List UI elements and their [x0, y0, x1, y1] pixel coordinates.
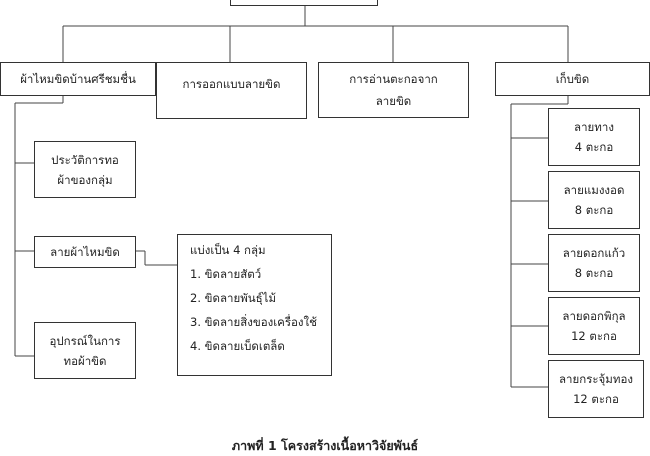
silk-pattern-label: ลายผ้าไหมขิด — [50, 245, 120, 259]
pattern-box: ลายแมงงอด 8 ตะกอ — [548, 171, 640, 229]
silk-pattern-box: ลายผ้าไหมขิด — [34, 236, 136, 268]
pattern-count: 4 ตะกอ — [574, 140, 614, 154]
pattern-box: ลายดอกแก้ว 8 ตะกอ — [548, 234, 640, 292]
pattern-box: ลายกระจุ้มทอง 12 ตะกอ — [548, 360, 644, 418]
branch-collect-box: เก็บขิด — [495, 62, 650, 96]
root-box — [230, 0, 378, 6]
branch-silk-khit-box: ผ้าไหมขิดบ้านศรีชมชื่น — [0, 62, 156, 96]
pattern-count: 12 ตะกอ — [573, 392, 619, 406]
equipment-box: อุปกรณ์ในการ ทอผ้าขิด — [34, 322, 136, 379]
branch-reading-label: การอ่านตะกอจาก ลายขิด — [349, 72, 438, 108]
history-box: ประวัติการทอ ผ้าของกลุ่ม — [34, 141, 136, 198]
pattern-name: ลายแมงงอด — [563, 183, 625, 197]
equipment-line-2: ทอผ้าขิด — [63, 353, 107, 368]
branch-collect-label: เก็บขิด — [555, 72, 590, 86]
history-line-2: ผ้าของกลุ่ม — [57, 172, 113, 187]
pattern-group-item: 1. ขิดลายสัตว์ — [190, 267, 262, 281]
branch-design-box: การออกแบบลายขิด — [156, 62, 307, 119]
equipment-line-1: อุปกรณ์ในการ — [49, 333, 121, 348]
pattern-name: ลายทาง — [574, 120, 614, 134]
pattern-group-item: 3. ขิดลายสิ่งของเครื่องใช้ — [190, 315, 317, 329]
pattern-groups-heading: แบ่งเป็น 4 กลุ่ม — [190, 243, 266, 257]
pattern-count: 12 ตะกอ — [571, 329, 617, 343]
figure-caption: ภาพที่ 1 โครงสร้างเนื้อหาวิจัยพันธ์ — [231, 438, 419, 453]
pattern-count: 8 ตะกอ — [574, 266, 614, 280]
pattern-group-item: 4. ขิดลายเบ็ดเตล็ด — [190, 339, 285, 353]
pattern-name: ลายดอกพิกุล — [562, 309, 626, 323]
pattern-count: 8 ตะกอ — [574, 203, 614, 217]
branch-design-label: การออกแบบลายขิด — [182, 76, 281, 91]
pattern-name: ลายกระจุ้มทอง — [559, 372, 633, 386]
branch-reading-box: การอ่านตะกอจาก ลายขิด — [318, 62, 469, 118]
pattern-name: ลายดอกแก้ว — [562, 246, 626, 260]
pattern-groups-box: แบ่งเป็น 4 กลุ่ม 1. ขิดลายสัตว์ 2. ขิดลา… — [177, 234, 332, 376]
pattern-group-item: 2. ขิดลายพันธุ์ไม้ — [190, 291, 277, 305]
pattern-box: ลายทาง 4 ตะกอ — [548, 108, 640, 166]
pattern-box: ลายดอกพิกุล 12 ตะกอ — [548, 297, 640, 355]
history-line-1: ประวัติการทอ — [51, 152, 119, 167]
branch-silk-khit-label: ผ้าไหมขิดบ้านศรีชมชื่น — [20, 72, 136, 86]
